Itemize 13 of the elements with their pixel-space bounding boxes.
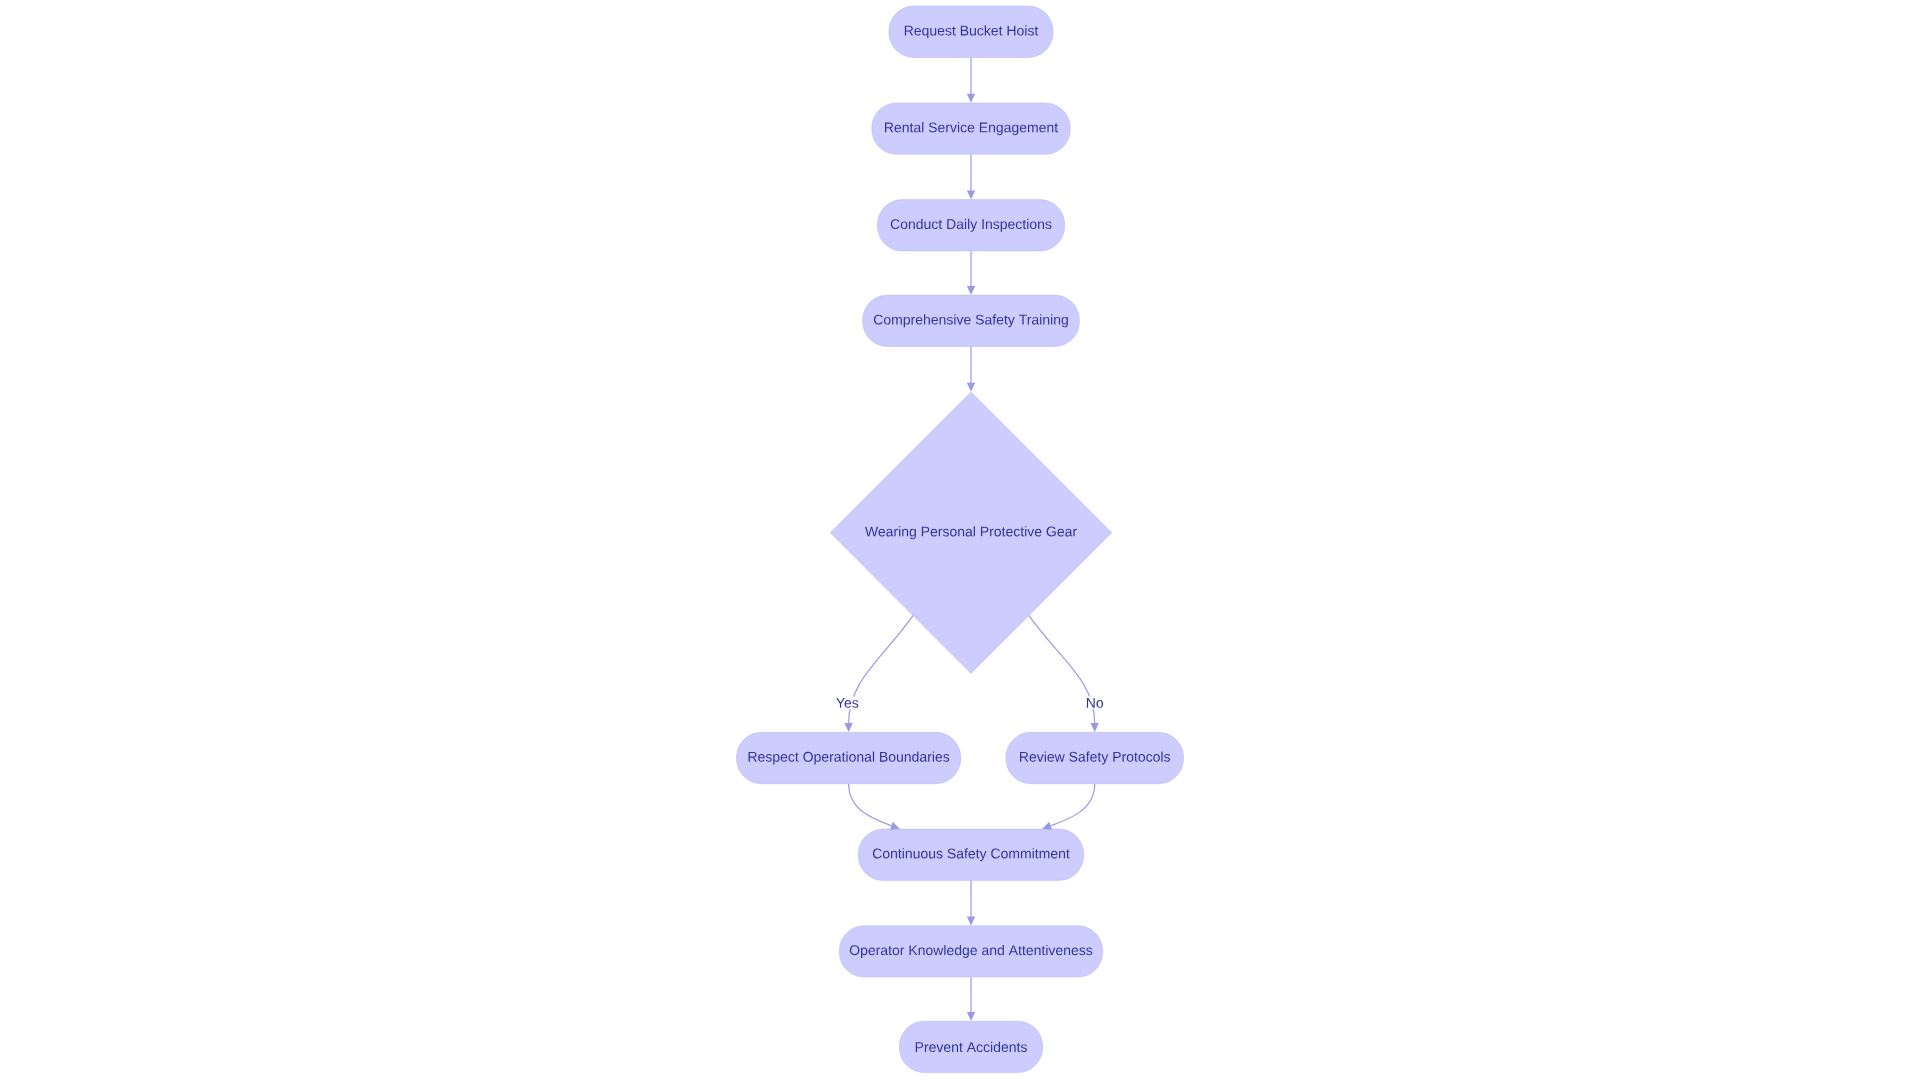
process-box: Conduct Daily Inspections [877, 199, 1065, 252]
edge-label: No [1084, 696, 1106, 710]
process-box: Review Safety Protocols [1005, 732, 1184, 784]
process-box: Continuous Safety Commitment [858, 828, 1084, 881]
process-box: Prevent Accidents [899, 1021, 1043, 1073]
process-box: Operator Knowledge and Attentiveness [839, 925, 1103, 978]
process-box: Comprehensive Safety Training [862, 294, 1080, 347]
process-box: Rental Service Engagement [871, 102, 1071, 155]
edge-label: Yes [834, 696, 861, 710]
process-box: Request Bucket Hoist [888, 5, 1054, 58]
arrow [1042, 783, 1096, 830]
arrow [848, 783, 900, 830]
process-box: Respect Operational Boundaries [736, 732, 961, 784]
